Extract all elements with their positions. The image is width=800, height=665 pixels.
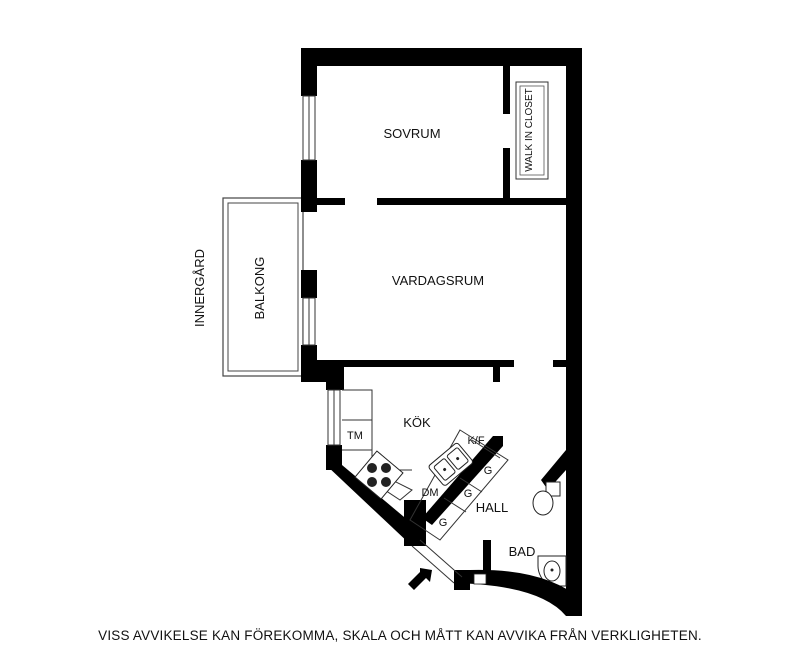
room-label-hall: HALL [476, 500, 509, 515]
disclaimer-text: VISS AVVIKELSE KAN FÖREKOMMA, SKALA OCH … [98, 628, 702, 643]
fixture-label-tm: TM [347, 430, 363, 442]
fixture-label-g-3: G [439, 517, 448, 529]
fixture-label-g-1: G [484, 465, 493, 477]
room-label-walk-in-closet: WALK IN CLOSET [524, 88, 535, 172]
fixture-label-dm: DM [421, 487, 438, 499]
room-label-bad: BAD [509, 544, 536, 559]
fixture-label-kf: K/F [467, 435, 484, 447]
room-label-vardagsrum: VARDAGSRUM [392, 273, 484, 288]
entrance-arrow-icon [408, 568, 432, 590]
room-label-kok: KÖK [403, 415, 431, 430]
toilet-icon [532, 481, 561, 516]
label-innergard: INNERGÅRD [192, 249, 207, 327]
stove-icon [354, 450, 404, 500]
bathroom-curved-wall [454, 569, 582, 616]
closet-shelf [515, 81, 549, 180]
entrance-door [411, 539, 463, 584]
room-label-sovrum: SOVRUM [383, 126, 440, 141]
balcony [222, 197, 304, 377]
fixture-label-g-2: G [464, 488, 473, 500]
window-icon [302, 95, 341, 446]
room-label-balkong: BALKONG [252, 257, 267, 320]
sink-icon [428, 442, 473, 486]
